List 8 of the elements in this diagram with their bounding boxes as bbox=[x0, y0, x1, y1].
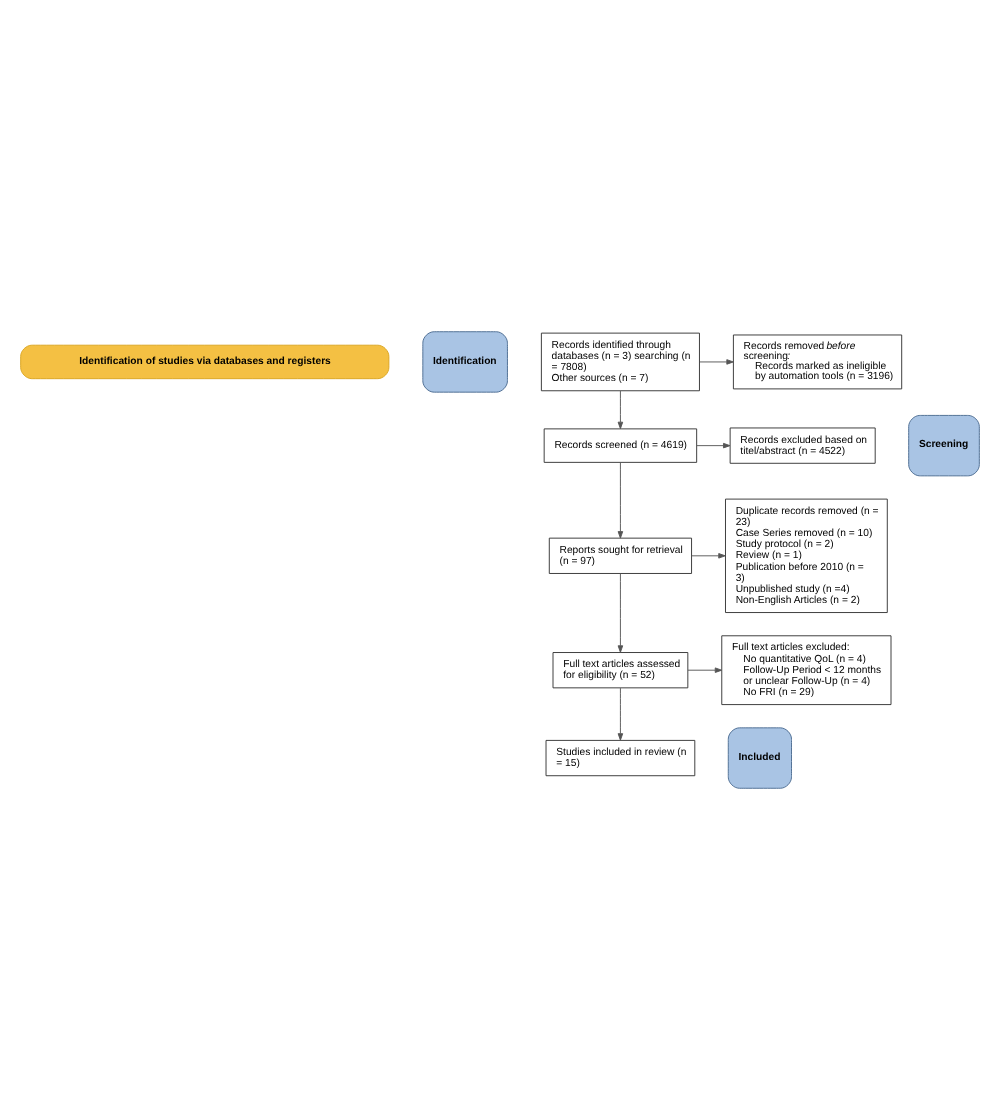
arrow bbox=[687, 666, 723, 672]
arrow bbox=[617, 572, 624, 652]
arrow bbox=[691, 552, 726, 558]
arrow bbox=[617, 461, 624, 538]
arrow bbox=[699, 358, 734, 364]
arrow bbox=[617, 389, 624, 429]
arrow bbox=[696, 441, 731, 448]
arrow bbox=[617, 686, 624, 740]
